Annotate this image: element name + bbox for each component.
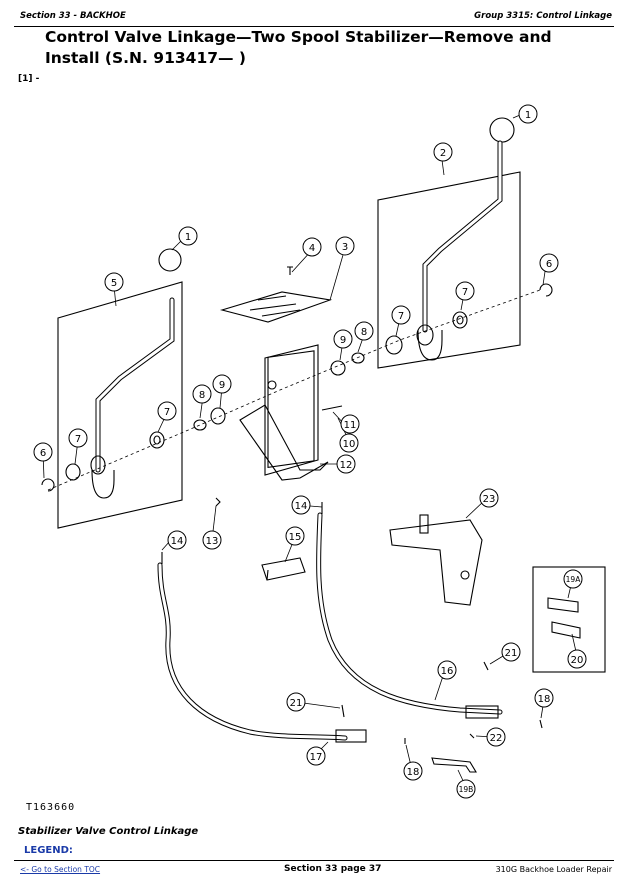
callout-6: 6 [546,259,552,270]
group-label: Group 3315: Control Linkage [474,11,612,21]
callout-14: 14 [295,501,308,512]
callout-1: 1 [525,110,531,121]
callout-2: 2 [440,148,446,159]
book-title: 310G Backhoe Loader Repair [495,865,612,874]
callout-17: 17 [310,752,323,763]
page-header: Section 33 - BACKHOE Group 3315: Control… [14,6,614,27]
callout-21-left: 21 [290,698,303,709]
callout-8: 8 [361,327,367,338]
callout-9-left: 9 [219,380,225,391]
section-toc-link[interactable]: <- Go to Section TOC [20,865,101,874]
callout-7-mid: 7 [398,311,404,322]
callout-9: 9 [340,335,346,346]
callout-8-left: 8 [199,390,205,401]
section-label: Section 33 - BACKHOE [20,11,126,21]
figure-caption: Stabilizer Valve Control Linkage [18,826,199,837]
callout-14-left: 14 [171,536,184,547]
callout-4: 4 [309,243,315,254]
left-handle-panel [57,281,183,529]
callout-7: 7 [462,287,468,298]
callout-6-left: 6 [40,448,46,459]
page-title: Control Valve Linkage—Two Spool Stabiliz… [45,28,552,67]
callout-5: 5 [111,278,117,289]
callout-22: 22 [490,733,503,744]
callout-19a: 19A [566,575,582,584]
reference-mark: [1] - [18,74,40,84]
callout-23: 23 [483,494,496,505]
callout-7-left: 7 [164,407,170,418]
callout-12: 12 [340,460,353,471]
figure-id: T163660 [26,802,76,813]
callout-1-left: 1 [185,232,191,243]
callout-20: 20 [571,655,584,666]
legend-label: LEGEND: [24,845,73,856]
page-number: Section 33 page 37 [284,864,382,874]
callout-10: 10 [343,439,356,450]
callout-7-far-left: 7 [75,434,81,445]
callout-15: 15 [289,532,302,543]
right-handle-panel [377,171,521,369]
callout-16: 16 [441,666,454,677]
callouts: 1 2 3 4 1 5 6 7 7 8 9 9 8 7 7 6 11 10 12… [33,104,587,799]
callout-11: 11 [344,420,357,431]
page-footer: <- Go to Section TOC Section 33 page 37 … [14,860,614,885]
callout-19b: 19B [459,785,474,794]
callout-18: 18 [538,694,551,705]
callout-13: 13 [206,536,219,547]
inset-detail-box [532,566,606,673]
callout-21: 21 [505,648,518,659]
callout-18-bottom: 18 [407,767,420,778]
exploded-parts-diagram: 1 2 3 4 1 5 6 7 7 8 9 9 8 7 7 6 11 10 12… [33,104,606,799]
callout-3: 3 [342,242,348,253]
